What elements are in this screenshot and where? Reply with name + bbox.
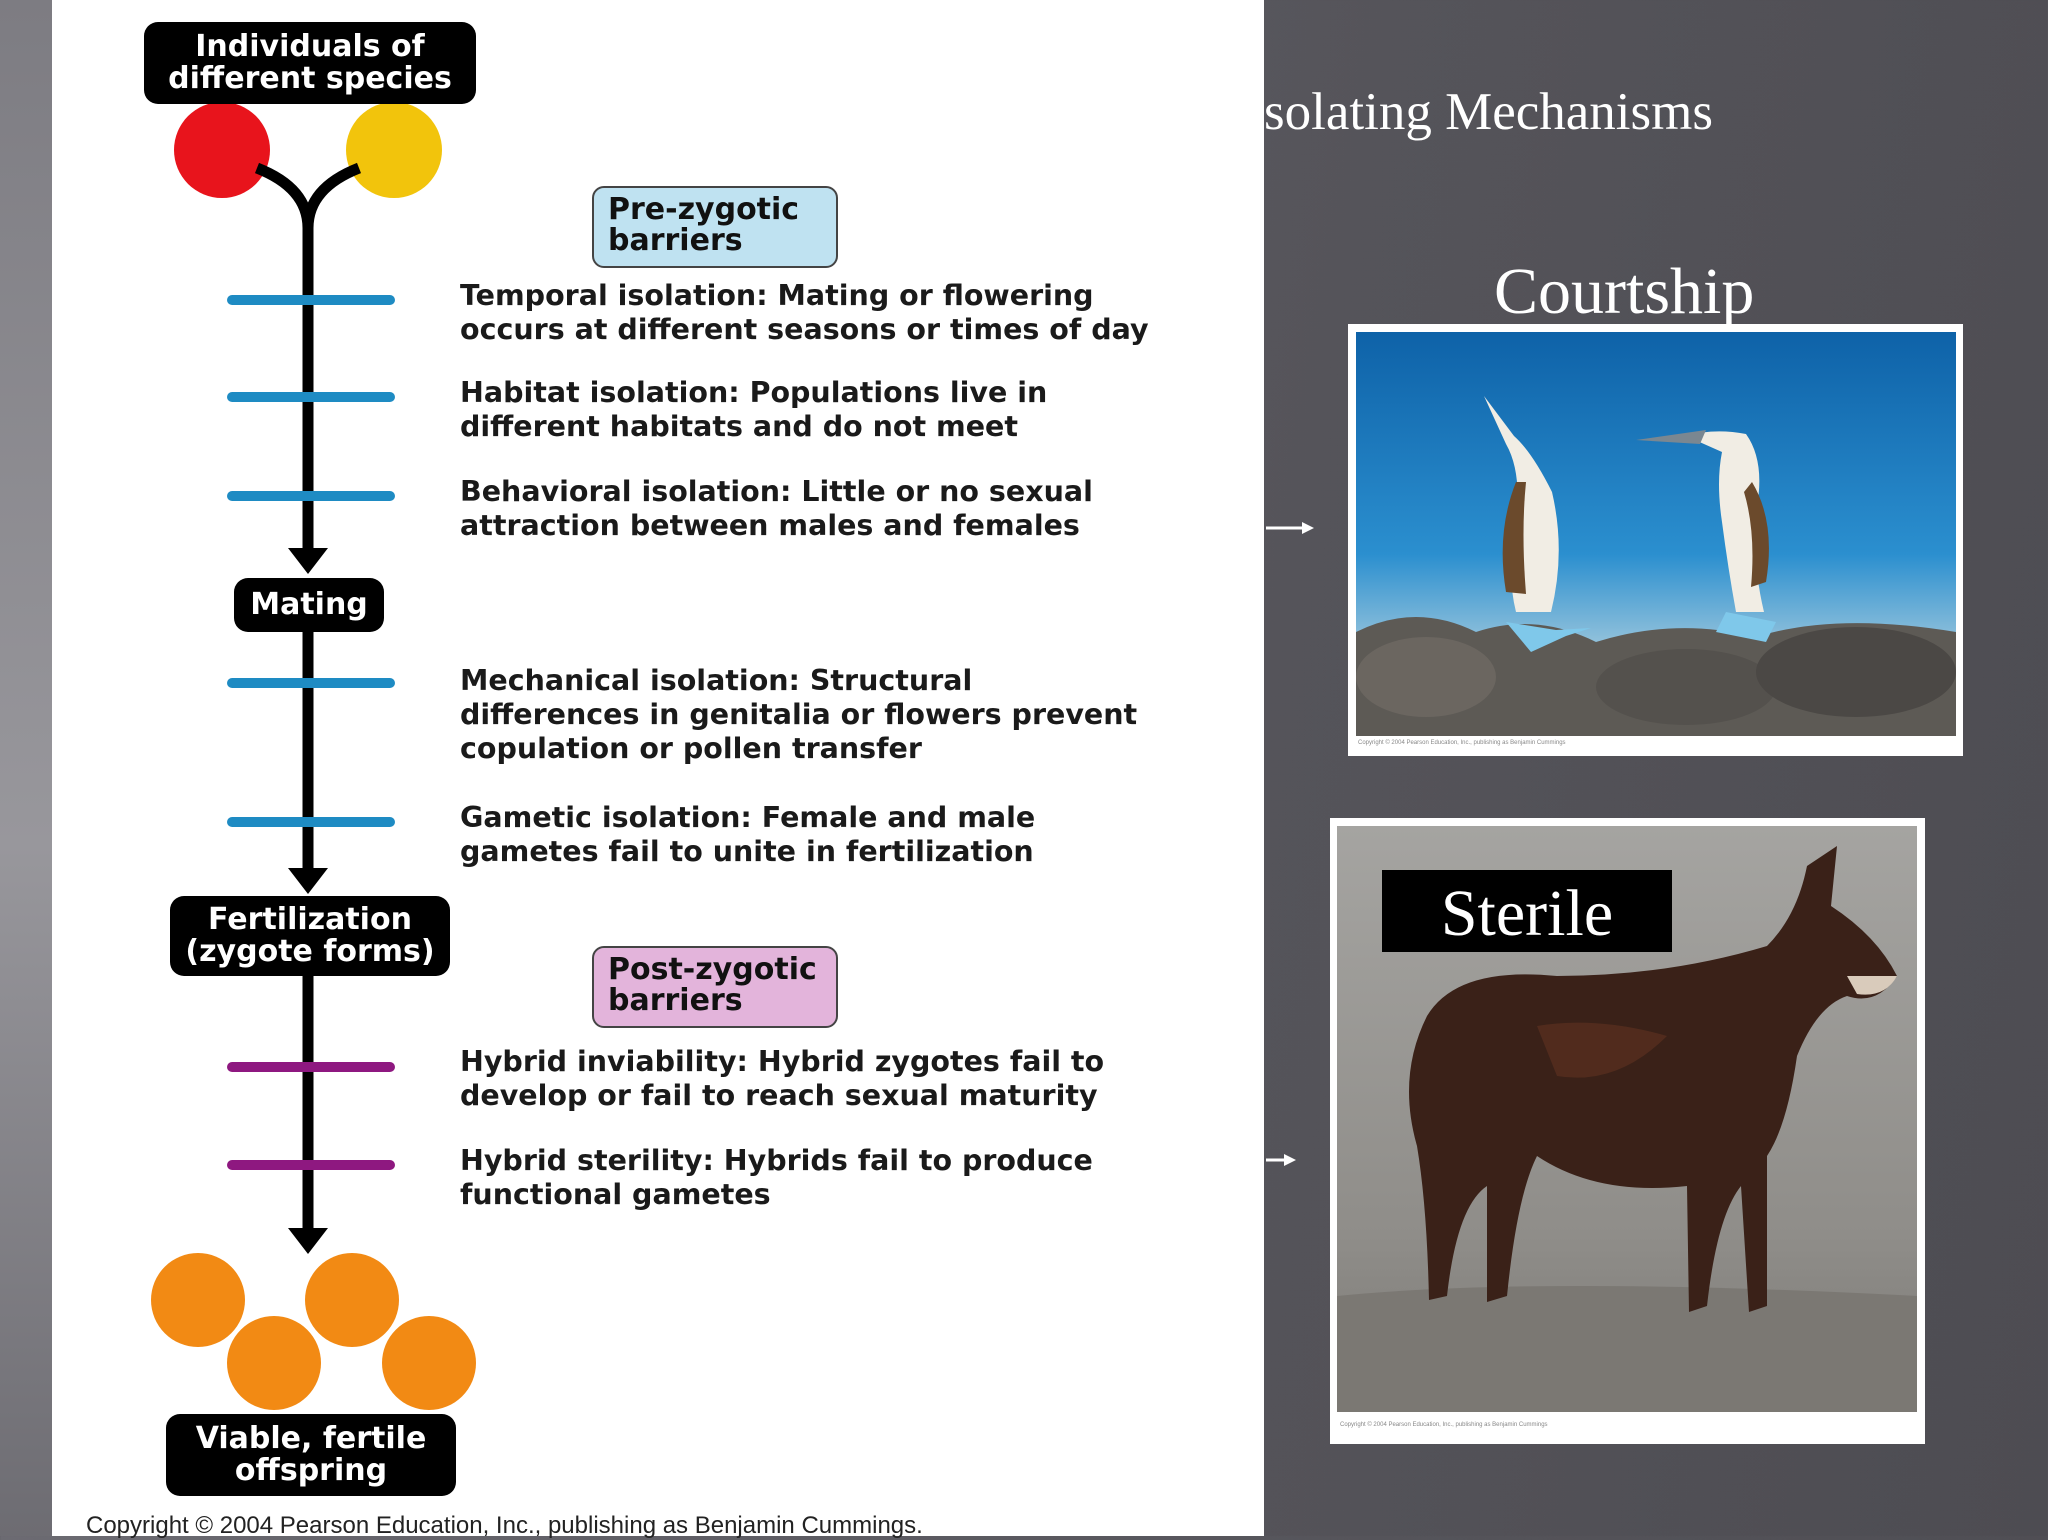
merge-line-right xyxy=(302,162,362,229)
offspring-circle-1 xyxy=(151,1253,245,1347)
flow-diagram xyxy=(151,102,476,1410)
gametic-isolation-text: Gametic isolation: Female and male gamet… xyxy=(460,801,1250,869)
blue-footed-boobies-image xyxy=(1356,332,1956,736)
hybrid-inviability-text: Hybrid inviability: Hybrid zygotes fail … xyxy=(460,1045,1250,1113)
offspring-circle-4 xyxy=(382,1316,476,1410)
behavioral-isolation-text: Behavioral isolation: Little or no sexua… xyxy=(460,475,1250,543)
mechanical-isolation-text: Mechanical isolation: Structural differe… xyxy=(460,664,1250,766)
barrier-description: Little or no sexual attraction between m… xyxy=(460,475,1093,542)
species-a-circle xyxy=(174,102,270,198)
diagram-panel: Individuals of different species Mating … xyxy=(52,0,1264,1539)
barrier-term: Gametic isolation: xyxy=(460,801,752,834)
booby-courtship-photo: Copyright © 2004 Pearson Education, Inc.… xyxy=(1348,324,1963,756)
sterile-label: Sterile xyxy=(1382,870,1672,952)
barrier-description: Hybrids fail to produce functional gamet… xyxy=(460,1144,1093,1211)
start-label: Individuals of different species xyxy=(144,22,476,104)
slide-title: solating Mechanisms xyxy=(1264,83,1713,141)
offspring-circle-3 xyxy=(227,1316,321,1410)
fertilization-label: Fertilization (zygote forms) xyxy=(170,896,450,976)
end-label: Viable, fertile offspring xyxy=(166,1414,456,1496)
diagram-copyright: Copyright © 2004 Pearson Education, Inc.… xyxy=(86,1512,923,1539)
barrier-term: Hybrid sterility: xyxy=(460,1144,714,1177)
offspring-circle-2 xyxy=(305,1253,399,1347)
barrier-description: Mating or flowering occurs at different … xyxy=(460,279,1149,346)
booby-photo-caption: Copyright © 2004 Pearson Education, Inc.… xyxy=(1358,740,1566,746)
arrow-to-offspring xyxy=(288,1228,328,1254)
arrow-to-booby-photo-head xyxy=(1302,522,1314,534)
arrow-to-fertilization xyxy=(288,868,328,894)
barrier-description: Female and male gametes fail to unite in… xyxy=(460,801,1036,868)
barrier-term: Hybrid inviability: xyxy=(460,1045,748,1078)
mule-photo-caption: Copyright © 2004 Pearson Education, Inc.… xyxy=(1340,1422,1548,1428)
slide-left-edge xyxy=(0,0,52,1536)
arrow-to-mating xyxy=(288,548,328,574)
hybrid-sterility-text: Hybrid sterility: Hybrids fail to produc… xyxy=(460,1144,1250,1212)
mating-label: Mating xyxy=(234,578,384,632)
merge-line-left xyxy=(254,162,314,229)
arrow-to-mule-photo-head xyxy=(1284,1154,1296,1166)
barrier-description: Hybrid zygotes fail to develop or fail t… xyxy=(460,1045,1105,1112)
barrier-term: Mechanical isolation: xyxy=(460,664,800,697)
temporal-isolation-text: Temporal isolation: Mating or flowering … xyxy=(460,279,1250,347)
post-zygotic-label: Post-zygotic barriers xyxy=(592,946,838,1028)
barrier-term: Habitat isolation: xyxy=(460,376,740,409)
barrier-description: Structural differences in genitalia or f… xyxy=(460,664,1138,765)
barrier-description: Populations live in different habitats a… xyxy=(460,376,1048,443)
courtship-label: Courtship xyxy=(1494,255,1755,328)
habitat-isolation-text: Habitat isolation: Populations live in d… xyxy=(460,376,1250,444)
pre-zygotic-label: Pre-zygotic barriers xyxy=(592,186,838,268)
species-b-circle xyxy=(346,102,442,198)
barrier-term: Behavioral isolation: xyxy=(460,475,792,508)
barrier-term: Temporal isolation: xyxy=(460,279,768,312)
